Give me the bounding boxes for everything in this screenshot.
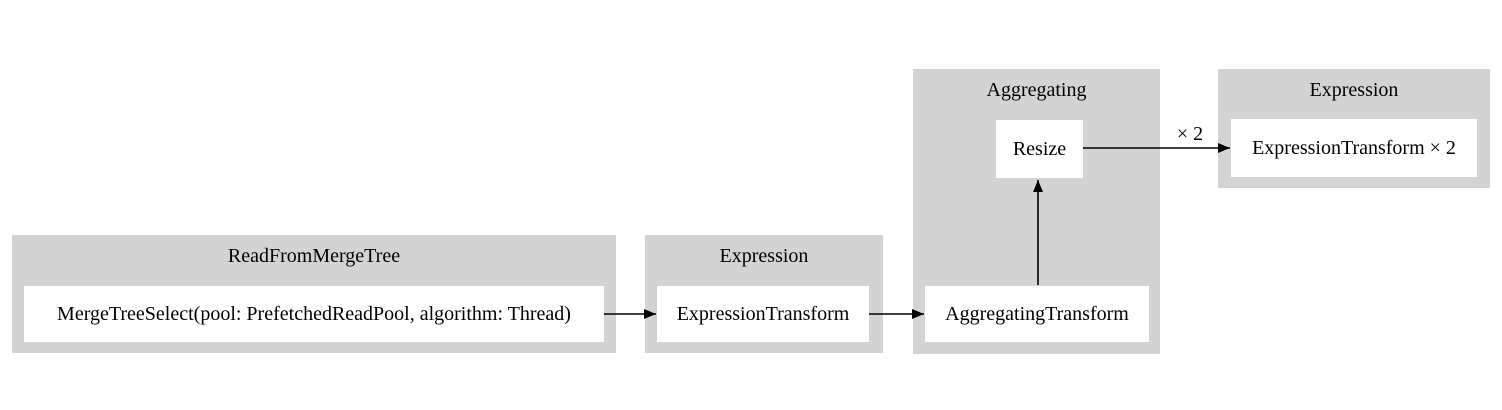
cluster-expression-2-label: Expression [1309, 79, 1399, 101]
node-merge-tree-select-label: MergeTreeSelect(pool: PrefetchedReadPool… [57, 303, 571, 325]
node-expression-transform-x2-label: ExpressionTransform × 2 [1252, 137, 1456, 159]
node-resize-label: Resize [1012, 138, 1067, 160]
node-expression-transform: ExpressionTransform [657, 286, 869, 342]
cluster-read-from-merge-tree-label: ReadFromMergeTree [227, 245, 401, 267]
node-merge-tree-select: MergeTreeSelect(pool: PrefetchedReadPool… [24, 286, 604, 342]
node-aggregating-transform: AggregatingTransform [925, 286, 1149, 342]
cluster-expression-1-label: Expression [719, 245, 809, 267]
node-expression-transform-x2: ExpressionTransform × 2 [1231, 119, 1477, 177]
node-aggregating-transform-label: AggregatingTransform [945, 303, 1129, 325]
edge-multiplier-label: × 2 [1176, 123, 1204, 145]
node-expression-transform-label: ExpressionTransform [676, 303, 850, 325]
node-resize: Resize [996, 120, 1083, 178]
cluster-aggregating-label: Aggregating [986, 79, 1087, 101]
